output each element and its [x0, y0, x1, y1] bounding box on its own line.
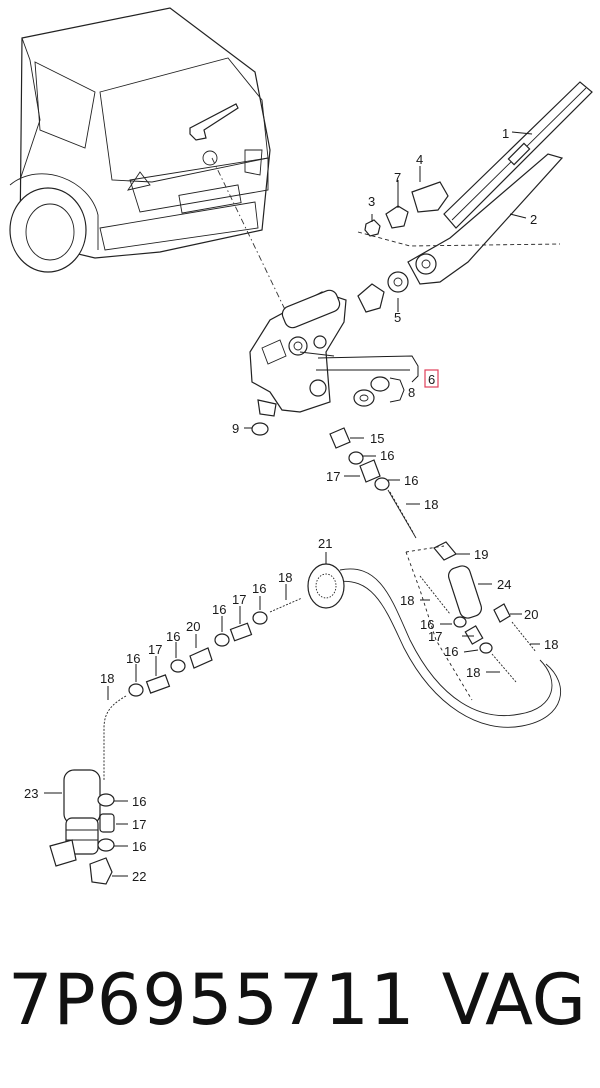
footer: 7P6955711 VAG — [0, 955, 600, 1065]
label-18-f: 18 — [100, 671, 114, 686]
cap-part-4 — [411, 181, 449, 213]
label-21: 21 — [318, 536, 332, 551]
label-6: 6 — [428, 372, 435, 387]
part-number-text: 7P6955711 — [8, 959, 416, 1041]
label-23: 23 — [24, 786, 38, 801]
label-18-a: 18 — [424, 497, 438, 512]
label-18-b: 18 — [278, 570, 292, 585]
hose-chain-pump — [103, 597, 303, 780]
connector-part-19 — [433, 541, 457, 561]
label-16-d: 16 — [212, 602, 226, 617]
brand-text: VAG — [441, 959, 586, 1041]
label-17-a: 17 — [326, 469, 340, 484]
wiper-blade-part-1 — [443, 81, 593, 229]
wiper-arm-part-2 — [407, 153, 564, 285]
label-17-d: 17 — [148, 642, 162, 657]
label-16-g: 16 — [444, 644, 458, 659]
label-24: 24 — [497, 577, 511, 592]
sleeve-part-17 — [99, 813, 115, 833]
label-16-c: 16 — [252, 581, 266, 596]
label-22: 22 — [132, 869, 146, 884]
hose-connector-chain — [329, 427, 417, 539]
label-1: 1 — [502, 126, 509, 141]
seal-part-5 — [357, 271, 409, 313]
hose-branch-left — [419, 575, 517, 683]
car-rear-illustration — [9, 7, 271, 273]
check-valve-part-24 — [447, 565, 483, 619]
label-16-f: 16 — [166, 629, 180, 644]
highlight-box-part-6 — [424, 369, 439, 388]
label-4: 4 — [416, 152, 423, 167]
label-18-c: 18 — [400, 593, 414, 608]
washer-part-9 — [251, 422, 269, 436]
wiper-motor-assembly — [249, 289, 347, 417]
nut-part-3 — [364, 219, 381, 237]
label-20-b: 20 — [186, 619, 200, 634]
label-3: 3 — [368, 194, 375, 209]
label-16-e: 16 — [420, 617, 434, 632]
grommet-part-8 — [353, 376, 390, 407]
label-5: 5 — [394, 310, 401, 325]
washer-pump-part-23 — [49, 769, 101, 867]
label-17-e: 17 — [132, 817, 146, 832]
label-19: 19 — [474, 547, 488, 562]
label-2: 2 — [530, 212, 537, 227]
grommet-part-21 — [307, 563, 345, 609]
clamp-part-16a — [97, 793, 115, 807]
label-9: 9 — [232, 421, 239, 436]
label-18-d: 18 — [544, 637, 558, 652]
clamp-part-16b — [97, 838, 115, 852]
label-16-j: 16 — [132, 839, 146, 854]
hose-branch-right — [493, 603, 537, 653]
label-17-b: 17 — [232, 592, 246, 607]
seal-part-22 — [89, 857, 113, 885]
label-17-c: 17 — [428, 629, 442, 644]
callout-labels: 1 2 3 4 5 6 7 8 9 15 16 17 16 18 21 19 1… — [24, 126, 558, 884]
label-8: 8 — [408, 385, 415, 400]
label-16-h: 16 — [126, 651, 140, 666]
cover-part-7 — [385, 205, 409, 229]
label-16-b: 16 — [404, 473, 418, 488]
label-16-a: 16 — [380, 448, 394, 463]
label-16-i: 16 — [132, 794, 146, 809]
leader-lines — [44, 131, 540, 877]
label-20-a: 20 — [524, 607, 538, 622]
label-15: 15 — [370, 431, 384, 446]
label-18-e: 18 — [466, 665, 480, 680]
label-7: 7 — [394, 170, 401, 185]
